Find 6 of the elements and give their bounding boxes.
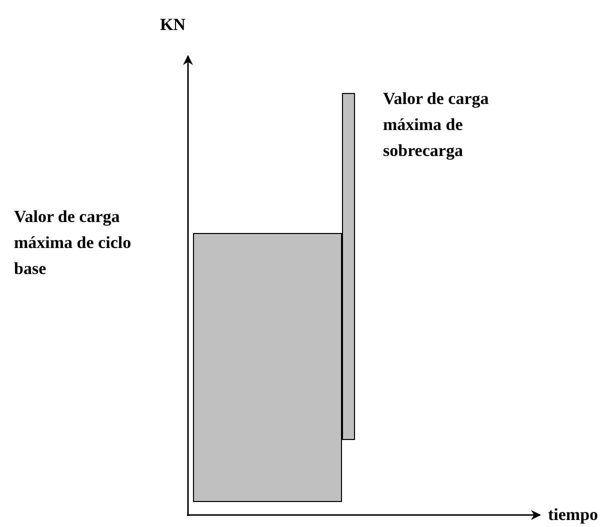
bar-caption: Valor de carga máxima de ciclo base xyxy=(14,206,132,280)
axis-label: KN xyxy=(160,14,186,36)
load-bar xyxy=(342,93,355,440)
load-bar xyxy=(193,233,342,502)
axis-label: tiempo xyxy=(548,504,598,526)
bar-caption: Valor de carga máxima de sobrecarga xyxy=(383,88,490,162)
